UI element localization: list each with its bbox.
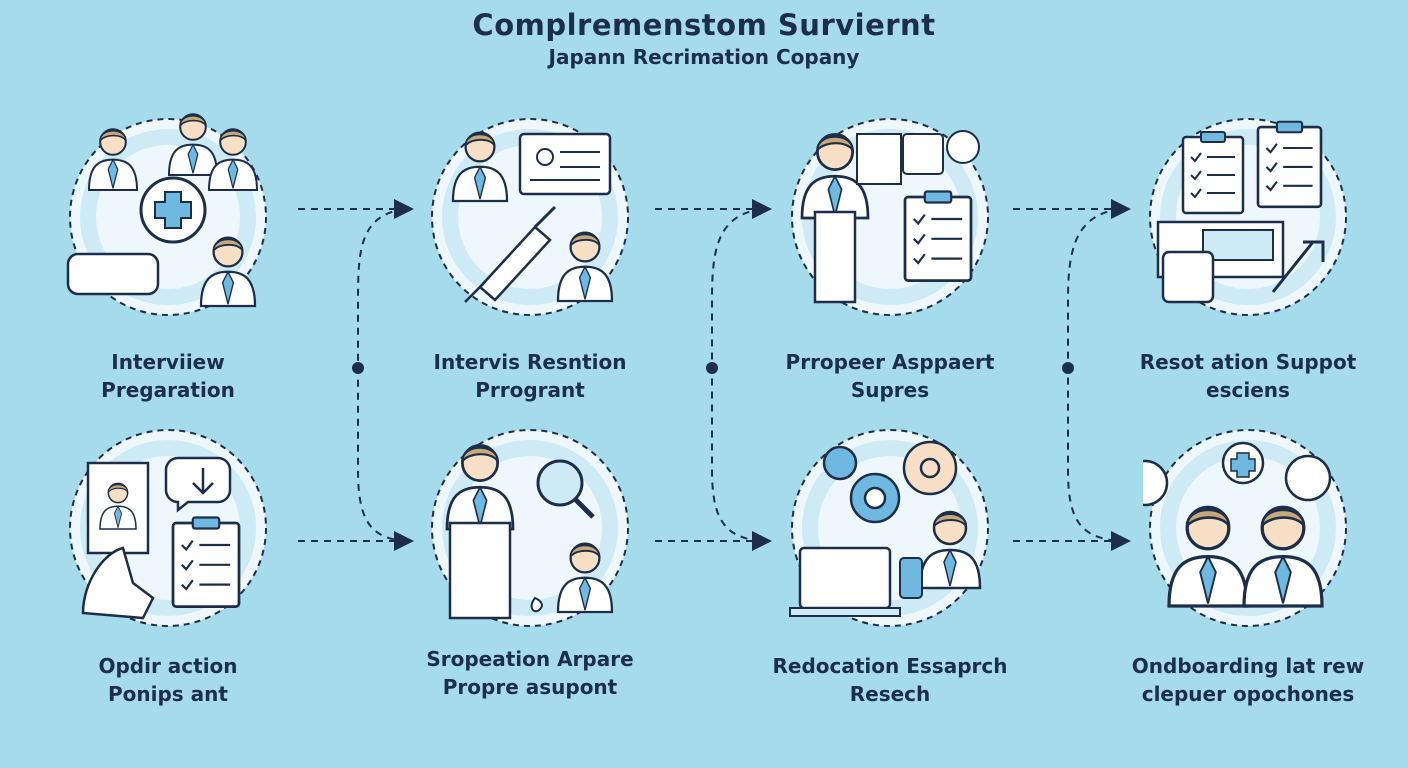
step-label-line: Supres <box>850 378 930 402</box>
step-label-line: Resot ation Suppot <box>1139 350 1357 374</box>
page-subtitle: Japann Recrimation Copany <box>548 45 860 69</box>
step-7-illustration <box>785 423 995 633</box>
step-label-line: Prropeer Asppaert <box>785 350 995 374</box>
step-label-line: esciens <box>1206 378 1290 402</box>
step-label-line: Resech <box>849 682 931 706</box>
step-8-illustration <box>1143 423 1353 633</box>
documents-icon <box>1156 120 1325 304</box>
step-label-line: Propre asupont <box>442 675 618 699</box>
connector-dot <box>352 362 364 374</box>
connector-dot <box>1062 362 1074 374</box>
step-label-line: Redocation Essaprch <box>772 654 1008 678</box>
laptop-research-icon <box>789 440 982 617</box>
step-label-line: clepuer opochones <box>1141 682 1355 706</box>
connector-curve-3 <box>1067 208 1121 542</box>
step-label-line: Interviiew <box>111 350 225 374</box>
step-label-line: Prrogrant <box>475 378 585 402</box>
step-label-line: Ponips ant <box>108 682 228 706</box>
team-medical-icon <box>66 113 259 308</box>
page-title: Complremenstom Surviernt <box>472 8 936 42</box>
step-label-line: Ondboarding lat rew <box>1131 654 1365 678</box>
clipboard-hand-icon <box>81 456 241 620</box>
doctor-checklist-icon <box>800 130 980 304</box>
step-6-illustration <box>425 423 635 633</box>
doctor-syringe-icon <box>451 131 614 303</box>
step-label-line: Pregaration <box>101 378 235 402</box>
step-8-label: Ondboarding lat rew clepuer opochones <box>1108 652 1388 708</box>
step-2-illustration <box>425 112 635 322</box>
connector-curve-2 <box>711 208 763 542</box>
step-3-illustration <box>785 112 995 322</box>
step-label-line: Intervis Resntion <box>433 350 627 374</box>
step-label-line: Opdir action <box>98 654 238 678</box>
connector-dot <box>706 362 718 374</box>
team-onboarding-icon <box>1143 441 1332 608</box>
step-label-line: Sropeation Arpare <box>426 647 634 671</box>
step-4-label: Resot ation Suppot esciens <box>1108 348 1388 404</box>
step-4-illustration <box>1143 112 1353 322</box>
doctor-search-icon <box>445 444 614 620</box>
connector-curve-1 <box>357 208 406 542</box>
step-1-illustration <box>63 112 273 322</box>
step-5-illustration <box>63 423 273 633</box>
